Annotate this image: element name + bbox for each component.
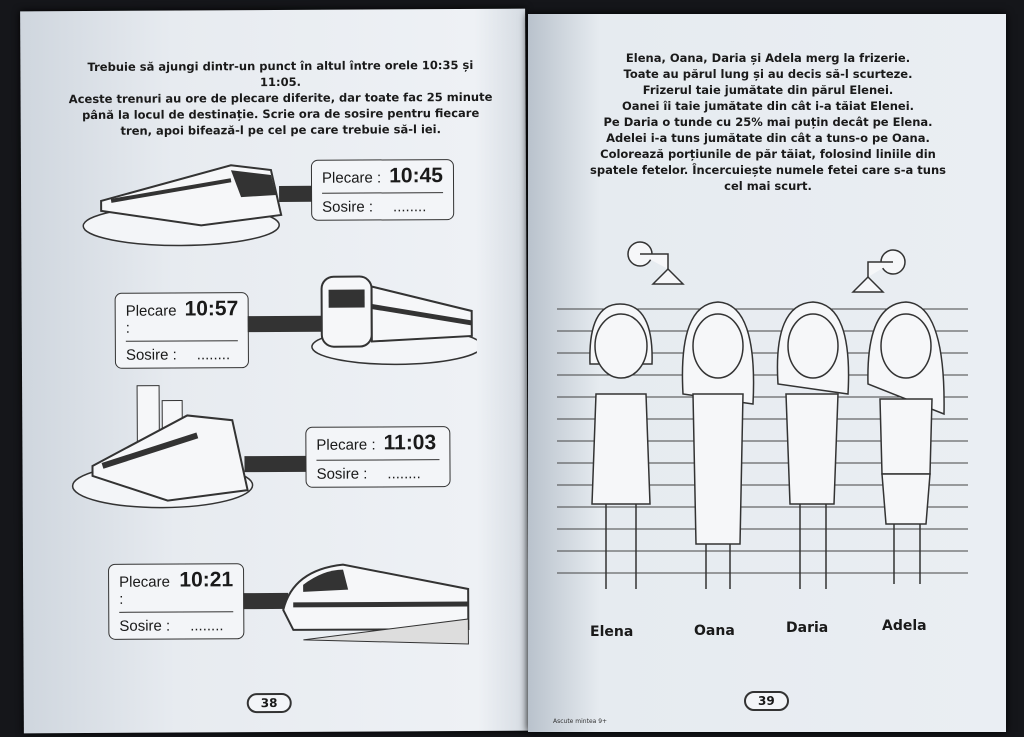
girl-elena-figure bbox=[589, 303, 653, 589]
instruction-line: Trebuie să ajungi dintr-un punct în altu… bbox=[87, 57, 474, 90]
lamp-icon bbox=[851, 249, 906, 293]
plecare-label: Plecare : bbox=[125, 302, 177, 337]
train-3-illustration bbox=[71, 385, 254, 509]
instruction-line: Adelei i-a tuns jumătate din cât a tuns-… bbox=[606, 131, 930, 145]
book-footer: Ascute mintea 9+ bbox=[553, 718, 608, 725]
plecare-label: Plecare : bbox=[119, 573, 171, 608]
plecare-label: Plecare : bbox=[316, 436, 376, 454]
sosire-label: Sosire : bbox=[316, 465, 368, 483]
train-4-illustration bbox=[282, 563, 470, 645]
sosire-label: Sosire : bbox=[125, 346, 177, 364]
page-number: 39 bbox=[744, 691, 789, 711]
connector-bar bbox=[279, 185, 314, 202]
instruction-line: Colorează porțiunile de păr tăiat, folos… bbox=[600, 147, 936, 161]
plecare-time: 10:45 bbox=[389, 164, 443, 188]
haircut-instructions: Elena, Oana, Daria și Adela merg la friz… bbox=[553, 50, 983, 194]
train-4-schedule: Plecare : 10:21 Sosire :........ bbox=[108, 563, 245, 640]
plecare-time: 10:21 bbox=[179, 568, 234, 592]
girl-daria-figure bbox=[776, 301, 850, 589]
sosire-answer-field[interactable]: ........ bbox=[196, 346, 231, 364]
plecare-label: Plecare : bbox=[321, 169, 382, 187]
instruction-line: Oanei îi taie jumătate din cât i-a tăiat… bbox=[621, 99, 915, 113]
instruction-line: spatele fetelor. Încercuiește numele fet… bbox=[590, 163, 946, 177]
train-2-schedule: Plecare : 10:57 Sosire :........ bbox=[114, 292, 249, 369]
girl-adela-figure bbox=[867, 301, 945, 584]
lamp-icon bbox=[627, 241, 685, 285]
girl-name-daria[interactable]: Daria bbox=[786, 620, 829, 636]
girl-oana-figure bbox=[681, 301, 755, 589]
salon-wall-illustration bbox=[557, 241, 968, 589]
train-1-illustration bbox=[82, 164, 283, 247]
instruction-line: Pe Daria o tunde cu 25% mai puțin decât … bbox=[603, 115, 933, 129]
sosire-label: Sosire : bbox=[119, 617, 171, 635]
girl-name-elena[interactable]: Elena bbox=[590, 624, 634, 640]
sosire-label: Sosire : bbox=[322, 198, 374, 216]
train-1-schedule: Plecare : 10:45 Sosire :........ bbox=[310, 159, 455, 221]
connector-bar bbox=[244, 455, 307, 473]
sosire-answer-field[interactable]: ........ bbox=[392, 198, 427, 216]
train-3-schedule: Plecare : 11:03 Sosire :........ bbox=[305, 426, 451, 488]
instruction-line: Toate au părul lung și au decis să-l scu… bbox=[623, 67, 913, 81]
instruction-line: cel mai scurt. bbox=[724, 179, 812, 193]
sosire-answer-field[interactable]: ........ bbox=[190, 617, 224, 635]
plecare-time: 10:57 bbox=[184, 297, 239, 321]
right-page: Elena, Oana, Daria și Adela merg la friz… bbox=[528, 14, 1006, 732]
train-2-illustration bbox=[311, 275, 478, 366]
instruction-line: Elena, Oana, Daria și Adela merg la friz… bbox=[625, 51, 911, 65]
train-instructions: Trebuie să ajungi dintr-un punct în altu… bbox=[65, 57, 495, 139]
girl-name-adela[interactable]: Adela bbox=[882, 618, 927, 634]
sosire-answer-field[interactable]: ........ bbox=[387, 465, 421, 483]
instruction-line: tren, apoi bifează-l pe cel pe care treb… bbox=[120, 122, 442, 138]
left-page: Trebuie să ajungi dintr-un punct în altu… bbox=[20, 8, 529, 734]
girl-name-oana[interactable]: Oana bbox=[694, 623, 735, 639]
plecare-time: 11:03 bbox=[383, 431, 437, 455]
instruction-line: Frizerul taie jumătate din părul Elenei. bbox=[642, 83, 894, 97]
page-number: 38 bbox=[246, 692, 292, 714]
